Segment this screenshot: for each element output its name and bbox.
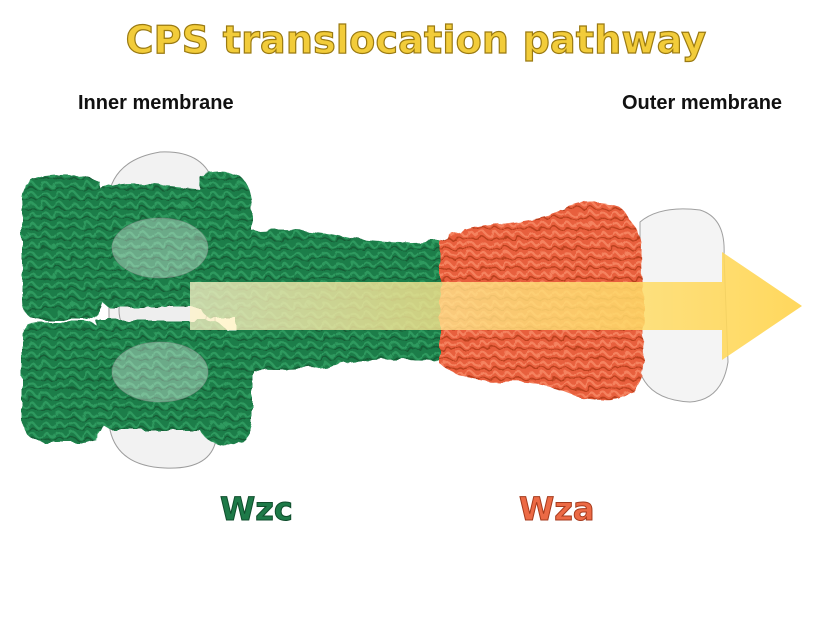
inner-membrane-label: Inner membrane (78, 92, 234, 114)
wzc-label: Wzc (220, 490, 294, 529)
wzc-structure (21, 172, 448, 446)
inner-membrane-overlay (111, 217, 209, 403)
translocation-arrow (190, 252, 802, 360)
wza-label: Wza (519, 490, 596, 529)
figure-title: CPS translocation pathway (125, 17, 707, 62)
outer-membrane-label: Outer membrane (622, 92, 783, 114)
